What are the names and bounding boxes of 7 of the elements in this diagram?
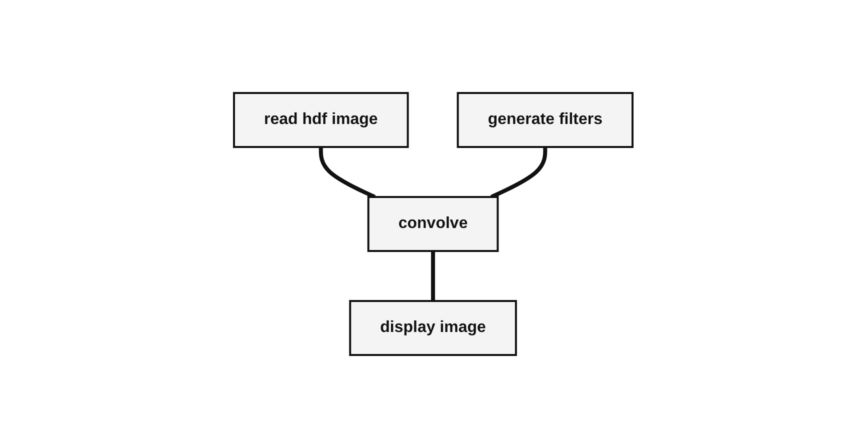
connector	[490, 147, 547, 199]
node-box: generate filters	[456, 92, 634, 148]
connector	[430, 251, 435, 301]
node-box: display image	[348, 300, 517, 356]
node-box: read hdf image	[232, 92, 409, 148]
connector	[318, 147, 376, 199]
node-box: convolve	[367, 196, 498, 252]
